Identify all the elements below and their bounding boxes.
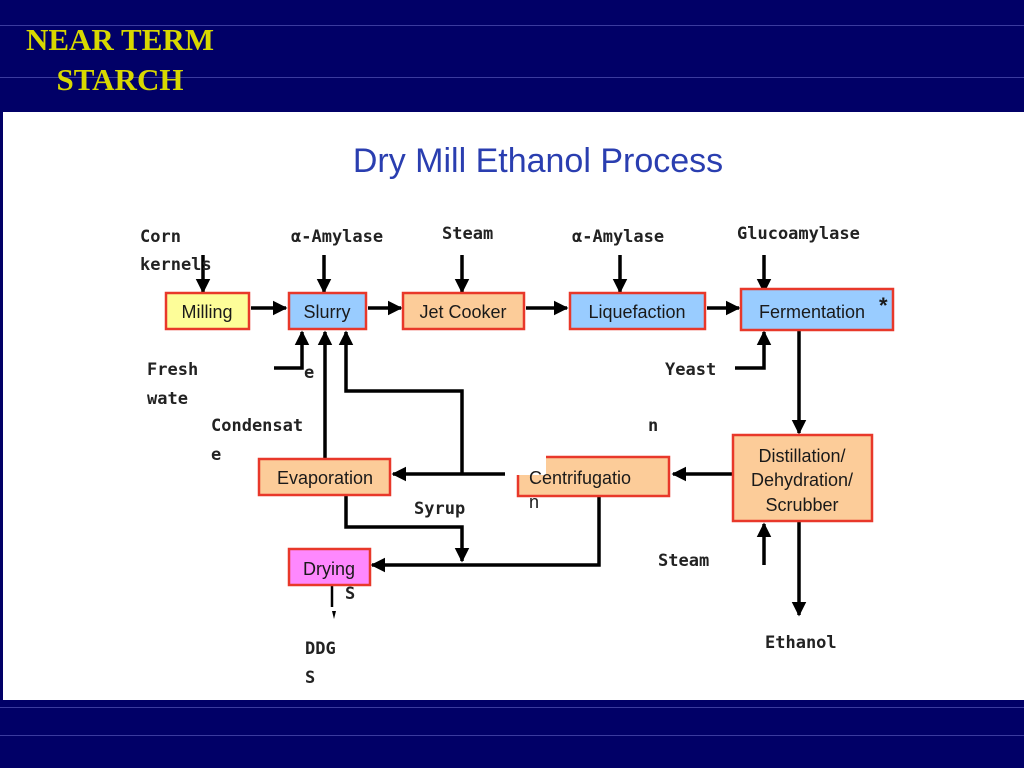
arrow-fresh-water-to-slurry [274, 330, 310, 370]
fermentation-label: Fermentation [759, 302, 865, 322]
arrow-yeast-to-fermentation [735, 330, 772, 370]
centrifugation-mask [508, 455, 546, 475]
fresh-water-label-line-2: wate [147, 389, 188, 409]
ddgs-label-line-2: S [305, 668, 315, 688]
fermentation-box [739, 287, 895, 332]
centrifugation-label-line-2: n [529, 492, 539, 512]
slide-title-line-2: STARCH [56, 62, 184, 97]
corn-label-line-1: Corn [140, 227, 181, 247]
header-rule [0, 77, 1024, 78]
fresh-water-label-fragment: e [304, 363, 314, 383]
arrow-solids-to-drying [370, 497, 601, 573]
stray-n-label: n [648, 416, 658, 436]
glucoamylase-label: Glucoamylase [737, 224, 860, 244]
fermentation-asterisk: * [879, 293, 888, 318]
arrow-drying-to-ddgs-head [332, 611, 336, 619]
milling-label: Milling [181, 302, 232, 322]
jet-cooker-box [401, 291, 526, 331]
steam-bottom-label: Steam [658, 551, 709, 571]
milling-box [164, 291, 251, 331]
centrifugation-label-line-1: Centrifugatio [529, 468, 631, 488]
header-rule [0, 25, 1024, 26]
slurry-box [287, 291, 368, 331]
drying-box [287, 547, 372, 587]
steam-top-label: Steam [442, 224, 493, 244]
fresh-water-label-line-1: Fresh [147, 360, 198, 380]
amylase-label-1: α-Amylase [291, 227, 383, 247]
arrow-syrup-down [344, 496, 470, 563]
distillation-label-line-1: Distillation/ [758, 446, 845, 466]
distillation-label-line-3: Scrubber [765, 495, 838, 515]
evaporation-label: Evaporation [277, 468, 373, 488]
amylase-label-2: α-Amylase [572, 227, 664, 247]
diagram-title: Dry Mill Ethanol Process [353, 142, 723, 180]
slide-title-line-1: NEAR TERM [25, 22, 215, 57]
distillation-box [731, 433, 874, 523]
slide-title: NEAR TERM STARCH [10, 20, 230, 100]
corn-label-line-2: kernels [140, 255, 212, 275]
process-boxes [164, 287, 895, 587]
arrow-recycle-to-slurry [338, 330, 464, 474]
syrup-label: Syrup [414, 499, 465, 519]
flow-arrows [195, 255, 807, 617]
ethanol-label: Ethanol [765, 633, 837, 653]
footer-rule [0, 735, 1024, 736]
diagram-panel [3, 112, 1024, 700]
distillation-label-line-2: Dehydration/ [751, 470, 853, 490]
liquefaction-box [568, 291, 707, 331]
condensate-label-line-2: e [211, 445, 221, 465]
evaporation-box [257, 457, 392, 497]
drying-label: Drying [303, 559, 355, 579]
jet-cooker-label: Jet Cooker [419, 302, 506, 322]
slurry-label: Slurry [303, 302, 350, 322]
yeast-label: Yeast [665, 360, 716, 380]
footer-rule [0, 707, 1024, 708]
ddgs-fragment-label: S [345, 584, 355, 604]
ddgs-label-line-1: DDG [305, 639, 336, 659]
liquefaction-label: Liquefaction [588, 302, 685, 322]
condensate-label-line-1: Condensat [211, 416, 303, 436]
